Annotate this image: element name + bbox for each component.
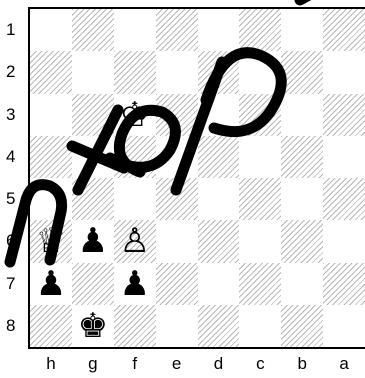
square-e5[interactable] xyxy=(156,178,198,220)
square-a5[interactable] xyxy=(323,178,365,220)
square-f2[interactable] xyxy=(114,51,156,93)
square-d8[interactable] xyxy=(198,305,240,347)
rank-label-1: 1 xyxy=(6,21,15,38)
square-d3[interactable] xyxy=(198,94,240,136)
square-a8[interactable] xyxy=(323,305,365,347)
white-queen-icon[interactable]: ♕ xyxy=(36,224,66,258)
square-c8[interactable] xyxy=(239,305,281,347)
square-b6[interactable] xyxy=(281,220,323,262)
square-d7[interactable] xyxy=(198,263,240,305)
rank-label-7: 7 xyxy=(6,275,15,292)
square-a7[interactable] xyxy=(323,263,365,305)
file-label-f: f xyxy=(113,355,156,372)
black-pawn-icon[interactable]: ♟ xyxy=(78,224,108,258)
rank-label-3: 3 xyxy=(6,106,15,123)
square-e4[interactable] xyxy=(156,136,198,178)
square-e3[interactable] xyxy=(156,94,198,136)
chess-board: ♔ ♕ ♟ ♙ ♟ ♟ ♚ xyxy=(28,7,365,349)
square-c3[interactable] xyxy=(239,94,281,136)
square-c6[interactable] xyxy=(239,220,281,262)
rank-label-8: 8 xyxy=(6,317,15,334)
square-d1[interactable] xyxy=(198,9,240,51)
square-a6[interactable] xyxy=(323,220,365,262)
white-pawn-icon[interactable]: ♙ xyxy=(119,224,149,258)
square-b8[interactable] xyxy=(281,305,323,347)
square-d2[interactable] xyxy=(198,51,240,93)
square-e1[interactable] xyxy=(156,9,198,51)
square-g8[interactable]: ♚ xyxy=(72,305,114,347)
square-g4[interactable] xyxy=(72,136,114,178)
file-label-a: a xyxy=(323,355,365,372)
square-b2[interactable] xyxy=(281,51,323,93)
square-a3[interactable] xyxy=(323,94,365,136)
square-e8[interactable] xyxy=(156,305,198,347)
rank-label-6: 6 xyxy=(6,232,15,249)
square-f1[interactable] xyxy=(114,9,156,51)
square-h3[interactable] xyxy=(30,94,72,136)
square-f8[interactable] xyxy=(114,305,156,347)
square-b5[interactable] xyxy=(281,178,323,220)
square-e6[interactable] xyxy=(156,220,198,262)
square-a2[interactable] xyxy=(323,51,365,93)
file-label-b: b xyxy=(281,355,324,372)
black-pawn-icon[interactable]: ♟ xyxy=(36,267,66,301)
square-e2[interactable] xyxy=(156,51,198,93)
square-f6[interactable]: ♙ xyxy=(114,220,156,262)
black-pawn-icon[interactable]: ♟ xyxy=(119,267,149,301)
square-f5[interactable] xyxy=(114,178,156,220)
rank-label-2: 2 xyxy=(6,63,15,80)
square-g6[interactable]: ♟ xyxy=(72,220,114,262)
square-g1[interactable] xyxy=(72,9,114,51)
square-c7[interactable] xyxy=(239,263,281,305)
file-label-c: c xyxy=(239,355,282,372)
file-label-d: d xyxy=(197,355,240,372)
square-a4[interactable] xyxy=(323,136,365,178)
file-label-h: h xyxy=(29,355,72,372)
white-king-icon[interactable]: ♔ xyxy=(119,98,149,132)
square-g3[interactable] xyxy=(72,94,114,136)
square-d4[interactable] xyxy=(198,136,240,178)
square-d6[interactable] xyxy=(198,220,240,262)
square-h1[interactable] xyxy=(30,9,72,51)
file-label-e: e xyxy=(155,355,198,372)
square-b7[interactable] xyxy=(281,263,323,305)
square-b3[interactable] xyxy=(281,94,323,136)
square-c5[interactable] xyxy=(239,178,281,220)
square-h7[interactable]: ♟ xyxy=(30,263,72,305)
square-b1[interactable] xyxy=(281,9,323,51)
square-f3[interactable]: ♔ xyxy=(114,94,156,136)
file-label-g: g xyxy=(71,355,114,372)
square-h8[interactable] xyxy=(30,305,72,347)
square-c4[interactable] xyxy=(239,136,281,178)
black-king-icon[interactable]: ♚ xyxy=(78,309,108,343)
square-f4[interactable] xyxy=(114,136,156,178)
square-c2[interactable] xyxy=(239,51,281,93)
square-h6[interactable]: ♕ xyxy=(30,220,72,262)
rank-label-4: 4 xyxy=(6,148,15,165)
square-f7[interactable]: ♟ xyxy=(114,263,156,305)
square-g2[interactable] xyxy=(72,51,114,93)
square-h2[interactable] xyxy=(30,51,72,93)
square-g7[interactable] xyxy=(72,263,114,305)
square-h4[interactable] xyxy=(30,136,72,178)
square-b4[interactable] xyxy=(281,136,323,178)
square-g5[interactable] xyxy=(72,178,114,220)
square-a1[interactable] xyxy=(323,9,365,51)
square-h5[interactable] xyxy=(30,178,72,220)
square-e7[interactable] xyxy=(156,263,198,305)
square-d5[interactable] xyxy=(198,178,240,220)
rank-label-5: 5 xyxy=(6,190,15,207)
square-c1[interactable] xyxy=(239,9,281,51)
